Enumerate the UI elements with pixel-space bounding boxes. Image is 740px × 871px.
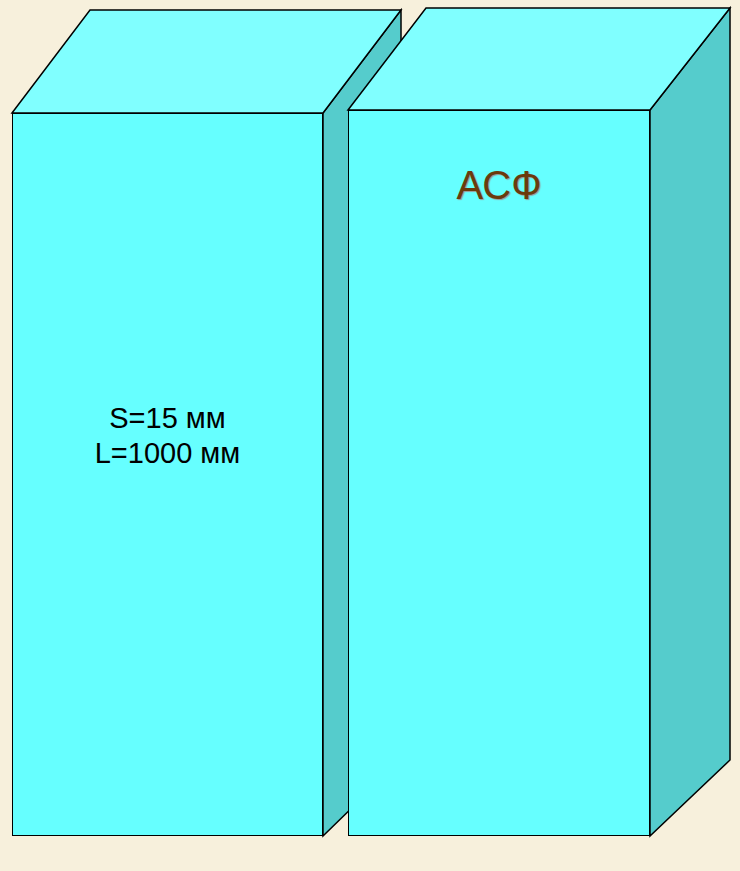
left-prism-top <box>12 10 401 113</box>
prism-front: АСФ <box>348 110 650 836</box>
prism-front: S=15 ммL=1000 мм <box>12 113 323 836</box>
material-label: АСФ <box>456 161 541 209</box>
dimension-text: L=1000 мм <box>95 436 241 471</box>
right-prism-top <box>348 8 730 110</box>
dimension-text: S=15 мм <box>109 401 225 436</box>
right-prism-side <box>650 8 730 836</box>
